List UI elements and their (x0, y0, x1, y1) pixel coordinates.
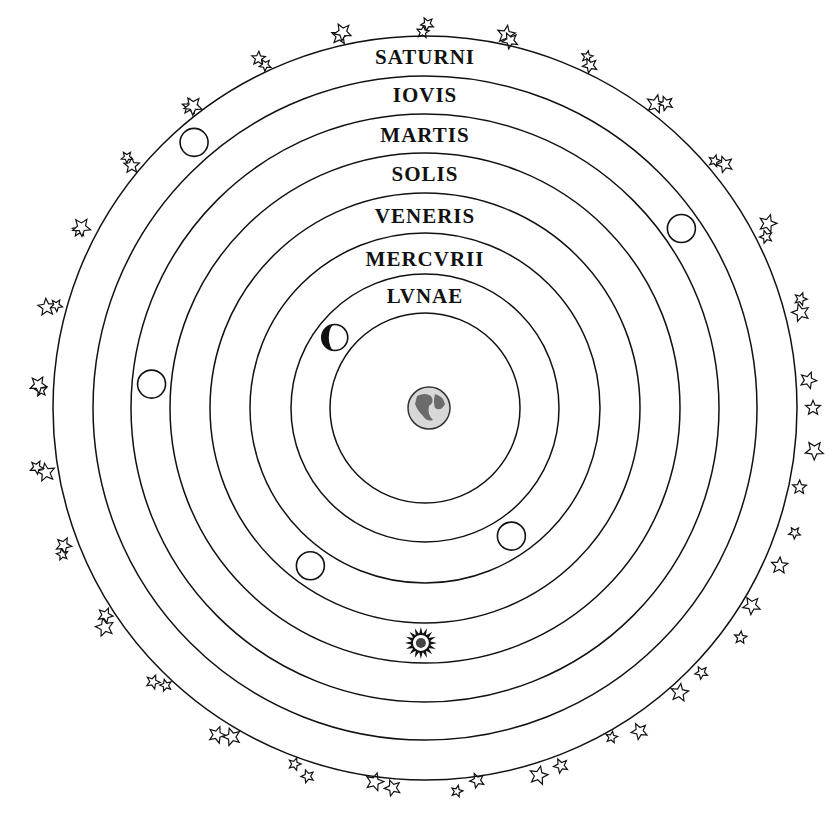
star-symbol (119, 149, 135, 164)
sun-disc (412, 634, 430, 652)
star-symbol (299, 767, 316, 785)
star-symbol (468, 770, 488, 790)
star-symbol (734, 630, 748, 643)
star-symbol (221, 725, 244, 749)
star-symbol (528, 764, 549, 785)
star-symbol (758, 228, 775, 245)
star-symbol (144, 673, 162, 690)
star-symbol (793, 291, 809, 306)
orbit-ring (291, 274, 559, 542)
earth-symbol (408, 387, 450, 429)
orbit-label: SATURNI (375, 47, 475, 68)
star-symbol (629, 720, 651, 742)
star-symbol (798, 369, 819, 389)
orbit-ring (170, 153, 680, 663)
orbit-label: SOLIS (392, 164, 459, 185)
star-symbol (792, 480, 806, 494)
star-symbol (364, 770, 386, 791)
planet-symbol (667, 214, 695, 242)
star-symbol (771, 556, 788, 573)
orbit-label: MERCVRII (366, 249, 485, 270)
orbit-ring (250, 233, 600, 583)
star-symbol (27, 373, 50, 395)
star-symbol (552, 755, 572, 775)
star-symbol (158, 677, 174, 693)
star-symbol (331, 20, 355, 44)
star-symbol (757, 212, 779, 233)
moon-disc (322, 325, 348, 351)
orbit-ring (93, 76, 757, 740)
star-symbol (54, 535, 74, 555)
star-symbol (49, 297, 65, 313)
sun-symbol (405, 627, 437, 659)
orbit-label: VENERIS (375, 206, 475, 227)
earth-land (415, 394, 445, 421)
star-symbol (714, 153, 736, 175)
star-symbol (181, 93, 206, 118)
moon-symbol (322, 325, 348, 351)
planet-symbol (180, 128, 208, 156)
planet-symbol (138, 370, 166, 398)
orbit-ring (53, 36, 797, 780)
planets (138, 128, 696, 579)
star-symbol (740, 593, 764, 617)
planet-symbol (296, 552, 324, 580)
orbit-ring (210, 193, 640, 623)
star-symbol (693, 663, 711, 680)
orbit-label: LVNAE (387, 286, 464, 307)
star-symbol (806, 400, 821, 414)
star-symbol (419, 15, 437, 33)
star-symbol (787, 524, 803, 540)
star-symbol (657, 93, 676, 112)
star-symbol (28, 458, 46, 475)
orbit-label: IOVIS (393, 85, 458, 106)
star-symbol (258, 57, 274, 73)
planet-symbol (497, 522, 525, 550)
star-symbol (803, 437, 828, 462)
star-symbol (96, 605, 115, 624)
star-symbol (207, 724, 228, 744)
star-symbol (790, 300, 814, 324)
moon-shadow (322, 325, 335, 351)
sun-core (416, 638, 426, 648)
orbit-label: MARTIS (380, 125, 469, 146)
star-field (27, 15, 827, 799)
earth-globe (408, 387, 450, 429)
star-symbol (450, 784, 464, 797)
star-symbol (70, 214, 94, 238)
orbit-ring (330, 313, 520, 503)
orbit-rings (53, 36, 797, 780)
orbit-ring (131, 114, 719, 702)
